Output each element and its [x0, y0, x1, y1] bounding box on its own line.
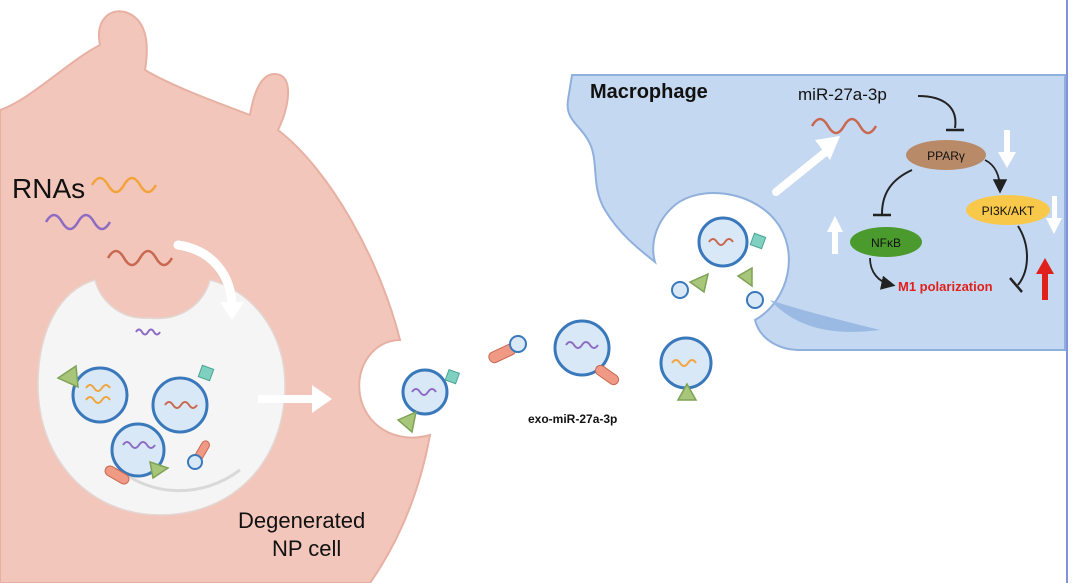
inhibit-pi3k-m1: [1017, 225, 1028, 286]
m1-label: M1 polarization: [898, 279, 993, 294]
rna-mvb-entry: [135, 328, 161, 336]
white-arrow-uptake: [772, 136, 840, 196]
down-arrow-pi3k: [1046, 196, 1062, 234]
down-arrow-ppar: [998, 130, 1016, 168]
nfkb-node: [850, 227, 922, 257]
arrow-ppar-pi3k: [984, 159, 1008, 194]
exosome-right: [659, 336, 713, 401]
white-curved-arrow: [173, 240, 244, 320]
vesicle-engulfed: [697, 216, 767, 268]
white-arrow-release: [258, 385, 332, 413]
free-receptor: [488, 335, 527, 364]
pi3k-label: PI3K/AKT: [982, 204, 1035, 218]
vesicle-mvb-1: [56, 364, 129, 424]
np-cell-label-line1: Degenerated: [238, 508, 365, 533]
exo-mirna-label: exo-miR-27a-3p: [528, 412, 617, 426]
nfkb-label: NFκB: [871, 236, 901, 250]
inhibit-pi3k-m1-bar: [1009, 277, 1023, 293]
rna-purple: [44, 213, 112, 231]
vesicle-releasing: [396, 368, 460, 434]
macrophage-inner-fold: [770, 300, 880, 332]
mirna-label: miR-27a-3p: [798, 85, 887, 104]
inhibit-ppar-nfkb: [881, 169, 913, 215]
arrow-nfkb-m1: [869, 257, 896, 290]
macrophage-label: Macrophage: [590, 81, 708, 103]
np-cell-label-line2: NP cell: [272, 536, 341, 561]
vesicle-mvb-3: [104, 422, 170, 485]
up-arrow-m1: [1036, 258, 1054, 300]
ppar-node: [906, 140, 986, 170]
pi3k-node: [966, 195, 1050, 225]
rna-red: [106, 249, 174, 267]
macrophage-particles: [671, 266, 764, 309]
exosome-middle: [553, 319, 620, 386]
up-arrow-nfkb: [827, 216, 843, 254]
rna-orange: [90, 176, 158, 194]
mirna-rna: [810, 117, 878, 135]
ppar-label: PPARγ: [927, 149, 965, 163]
rnas-label: RNAs: [12, 173, 85, 204]
inhibit-mirna-ppar: [917, 95, 957, 129]
receptor-mvb: [187, 440, 210, 470]
vesicle-mvb-2: [151, 364, 215, 434]
